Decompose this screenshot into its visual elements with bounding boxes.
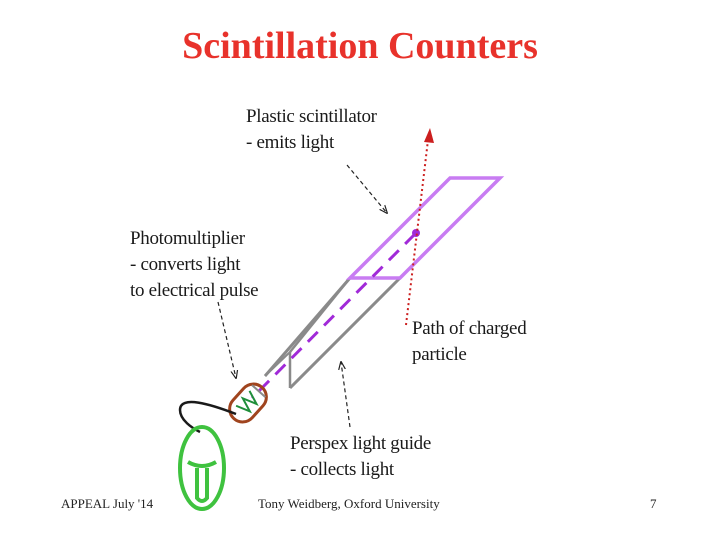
particle-path-label-line: Path of charged [412, 318, 527, 339]
slide-title: Scintillation Counters [182, 25, 538, 67]
footer-author: Tony Weidberg, Oxford University [258, 496, 440, 511]
particle-path-label-line: particle [412, 344, 467, 365]
signal-cable [178, 400, 237, 434]
light-ray [250, 229, 420, 400]
photomultiplier-label-line: Photomultiplier [130, 228, 245, 249]
scintillator-label-line: - emits light [246, 132, 334, 153]
page-number: 7 [650, 496, 657, 511]
scintillator-slab [345, 176, 505, 280]
photomultiplier-label-line: to electrical pulse [130, 280, 259, 301]
light-guide-pointer [341, 362, 351, 428]
light-guide [263, 276, 402, 390]
photomultiplier-tube [228, 382, 268, 424]
lemo-connector-icon [178, 425, 226, 511]
scintillator-label-line: Plastic scintillator [246, 106, 377, 127]
annotation-arrows [217, 164, 387, 428]
photomultiplier-pointer [217, 301, 236, 378]
photomultiplier-label-line: - converts light [130, 254, 241, 275]
light-guide-label-line: - collects light [290, 459, 394, 480]
footer-event: APPEAL July '14 [61, 496, 154, 511]
light-guide-label-line: Perspex light guide [290, 433, 432, 454]
scintillator-label: Plastic scintillator - emits light [246, 104, 377, 156]
particle-path-label: Path of charged particle [412, 316, 527, 368]
photomultiplier-label: Photomultiplier - converts light to elec… [130, 226, 259, 304]
scintillator-pointer [346, 164, 387, 213]
light-guide-label: Perspex light guide - collects light [290, 431, 431, 483]
particle-arrow-icon [424, 128, 434, 143]
particle-track [405, 128, 434, 326]
